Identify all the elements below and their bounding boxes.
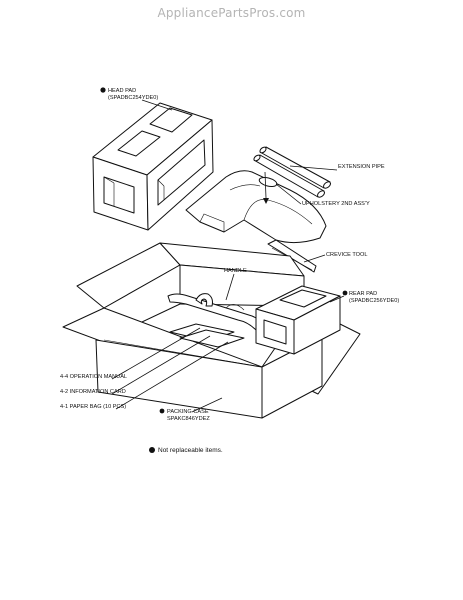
label-upholstery: UPHOLSTERY 2ND ASS'Y	[275, 183, 370, 207]
rear-pad-code: (SPADBC256YDE0)	[349, 298, 399, 304]
rear-pad-name: REAR PAD	[349, 291, 377, 297]
not-replaceable-bullet-icon	[342, 290, 348, 296]
label-extension-pipe: EXTENSION PIPE	[289, 164, 385, 171]
label-paper-bag: 4-1 PAPER BAG (10 PCS)	[60, 341, 229, 410]
upholstery-name: UPHOLSTERY 2ND ASS'Y	[302, 201, 370, 207]
label-rear-pad: REAR PAD (SPADBC256YDE0)	[329, 290, 399, 304]
label-packing-case: PACKING CASE SPAKC846YDEZ	[159, 397, 223, 422]
label-head-pad: HEAD PAD (SPADBC254YDE0)	[100, 87, 173, 111]
watermark: AppliancePartsPros.com	[157, 6, 306, 20]
not-replaceable-bullet-icon	[159, 408, 165, 414]
handle-name: HANDLE	[224, 268, 247, 274]
label-handle: HANDLE	[224, 268, 247, 301]
rear-pad-drawing	[255, 285, 341, 355]
extension-pipe-name: EXTENSION PIPE	[338, 164, 385, 170]
not-replaceable-bullet-icon	[149, 447, 155, 453]
label-operation-manual: 4-4 OPERATION MANUAL	[60, 327, 201, 380]
head-pad-drawing	[92, 102, 214, 231]
crevice-tool-name: CREVICE TOOL	[326, 252, 367, 258]
not-replaceable-bullet-icon	[100, 87, 106, 93]
upholstery-tool-drawing	[185, 170, 327, 244]
information-card-name: 4-2 INFORMATION CARD	[60, 389, 126, 395]
legend-text: Not replaceable items.	[158, 447, 223, 454]
paper-bag-name: 4-1 PAPER BAG (10 PCS)	[60, 404, 126, 410]
extension-pipe-drawing	[253, 146, 331, 198]
head-pad-name: HEAD PAD	[108, 88, 136, 94]
packing-case-code: SPAKC846YDEZ	[167, 416, 210, 422]
label-crevice-tool: CREVICE TOOL	[303, 252, 367, 263]
legend: Not replaceable items.	[149, 447, 223, 454]
operation-manual-name: 4-4 OPERATION MANUAL	[60, 374, 127, 380]
packing-case-name: PACKING CASE	[167, 409, 209, 415]
label-information-card: 4-2 INFORMATION CARD	[60, 335, 211, 395]
head-pad-code: (SPADBC254YDE0)	[108, 95, 158, 101]
